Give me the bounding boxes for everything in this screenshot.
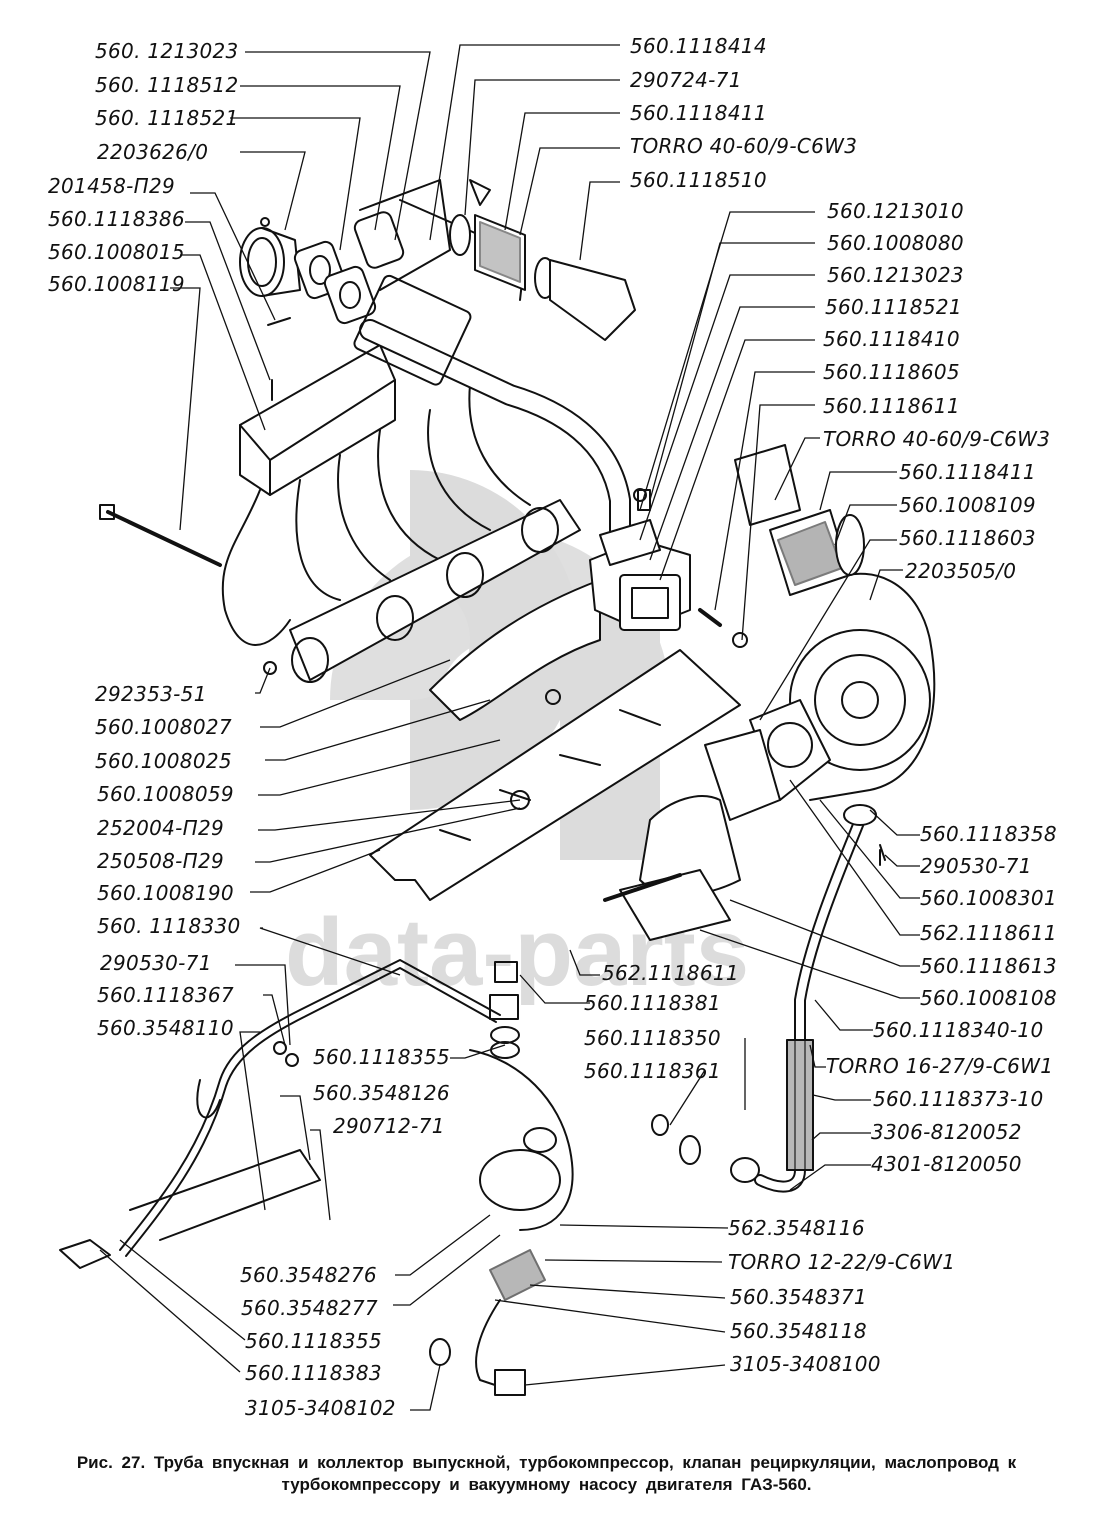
egr-flanges	[293, 211, 405, 325]
turbocharger	[619, 572, 936, 941]
part-label: 560.1118381	[584, 991, 721, 1015]
part-label: 560. 1118330	[97, 914, 241, 938]
part-label: 560.3548118	[730, 1319, 867, 1343]
part-label: 560.3548277	[241, 1296, 378, 1320]
part-label: 560.3548110	[97, 1016, 234, 1040]
part-label: 560.1118350	[584, 1026, 721, 1050]
part-label: 560.1118367	[97, 983, 234, 1007]
part-label: 560.1008015	[48, 240, 185, 264]
egr-pipe	[353, 274, 631, 551]
part-label: 560.1118603	[899, 526, 1036, 550]
part-label: 252004-П29	[97, 816, 225, 840]
part-label: 560.1118605	[823, 360, 960, 384]
part-label: 562.1118611	[602, 961, 739, 985]
part-label: 560.1118340-10	[873, 1018, 1044, 1042]
part-label: 560. 1213023	[95, 39, 239, 63]
part-label: 560.1118611	[823, 394, 960, 418]
part-label: 560.1213010	[827, 199, 964, 223]
part-label: 3306-8120052	[871, 1120, 1022, 1144]
part-label: 560.1008025	[95, 749, 232, 773]
egr-valve	[239, 217, 301, 297]
part-label: TORRO 12-22/9-C6W1	[728, 1250, 956, 1274]
part-label: 2203626/0	[97, 140, 209, 164]
part-label: 560.1118358	[920, 822, 1057, 846]
part-label: 560.1118411	[630, 101, 767, 125]
part-label: 290530-71	[920, 854, 1032, 878]
part-label: 560.1008108	[920, 986, 1057, 1010]
part-label: 560.1118361	[584, 1059, 721, 1083]
intake-manifold	[221, 179, 531, 646]
part-label: 560. 1118521	[95, 106, 239, 130]
part-label: 562.1118611	[920, 921, 1057, 945]
part-label: TORRO 40-60/9-C6W3	[630, 134, 858, 158]
part-label: TORRO 40-60/9-C6W3	[823, 427, 1051, 451]
part-label: 560.1008027	[95, 715, 232, 739]
part-label: 560.1118355	[313, 1045, 450, 1069]
part-label: 4301-8120050	[871, 1152, 1022, 1176]
bolts	[99, 179, 881, 902]
part-label: 2203505/0	[905, 559, 1017, 583]
figure-caption-line-2: турбокомпрессору и вакуумному насосу дви…	[281, 1475, 812, 1494]
part-label: 560.1008080	[827, 231, 964, 255]
exhaust-manifold	[289, 488, 691, 721]
part-label: 560.3548276	[240, 1263, 377, 1287]
heat-shield	[369, 649, 741, 901]
part-label: 560.1008059	[97, 782, 234, 806]
part-label: 560.1008301	[920, 886, 1057, 910]
part-label: 560.1118383	[245, 1361, 382, 1385]
intake-hose	[449, 214, 636, 341]
part-label: TORRO 16-27/9-C6W1	[826, 1054, 1054, 1078]
part-label: 560.1118613	[920, 954, 1057, 978]
part-label: 560.1213023	[827, 263, 964, 287]
leader-lines	[99, 44, 920, 1411]
part-label: 560.1118410	[823, 327, 960, 351]
part-label: 560.1118414	[630, 34, 767, 58]
part-label: 560.1118355	[245, 1329, 382, 1353]
part-label: 201458-П29	[48, 174, 176, 198]
part-label: 560.1008119	[48, 272, 185, 296]
part-label: 290712-71	[333, 1114, 445, 1138]
part-label: 560.3548126	[313, 1081, 450, 1105]
vacuum-pump-line	[429, 1049, 574, 1396]
part-label: 560.1118386	[48, 207, 185, 231]
part-label: 250508-П29	[97, 849, 225, 873]
part-label: 560.1118373-10	[873, 1087, 1044, 1111]
part-label: 290724-71	[630, 68, 742, 92]
part-label: 560.1118521	[825, 295, 962, 319]
part-label: 560.1118510	[630, 168, 767, 192]
part-label: 3105-3408102	[245, 1396, 396, 1420]
part-label: 3105-3408100	[730, 1352, 881, 1376]
oil-feed-pipe	[59, 959, 520, 1269]
part-label: 560.1008190	[97, 881, 234, 905]
part-label: 290530-71	[100, 951, 212, 975]
part-label: 560.1118411	[899, 460, 1036, 484]
figure-caption-line-1: Рис. 27. Труба впускная и коллектор выпу…	[76, 1453, 1017, 1472]
turbo-intake-hose	[734, 444, 865, 596]
part-label: 560.1008109	[899, 493, 1036, 517]
part-label: 292353-51	[95, 682, 207, 706]
part-label: 560.3548371	[730, 1285, 867, 1309]
oil-drain-tube	[651, 804, 886, 1193]
part-label: 560. 1118512	[95, 73, 239, 97]
part-label: 562.3548116	[728, 1216, 865, 1240]
